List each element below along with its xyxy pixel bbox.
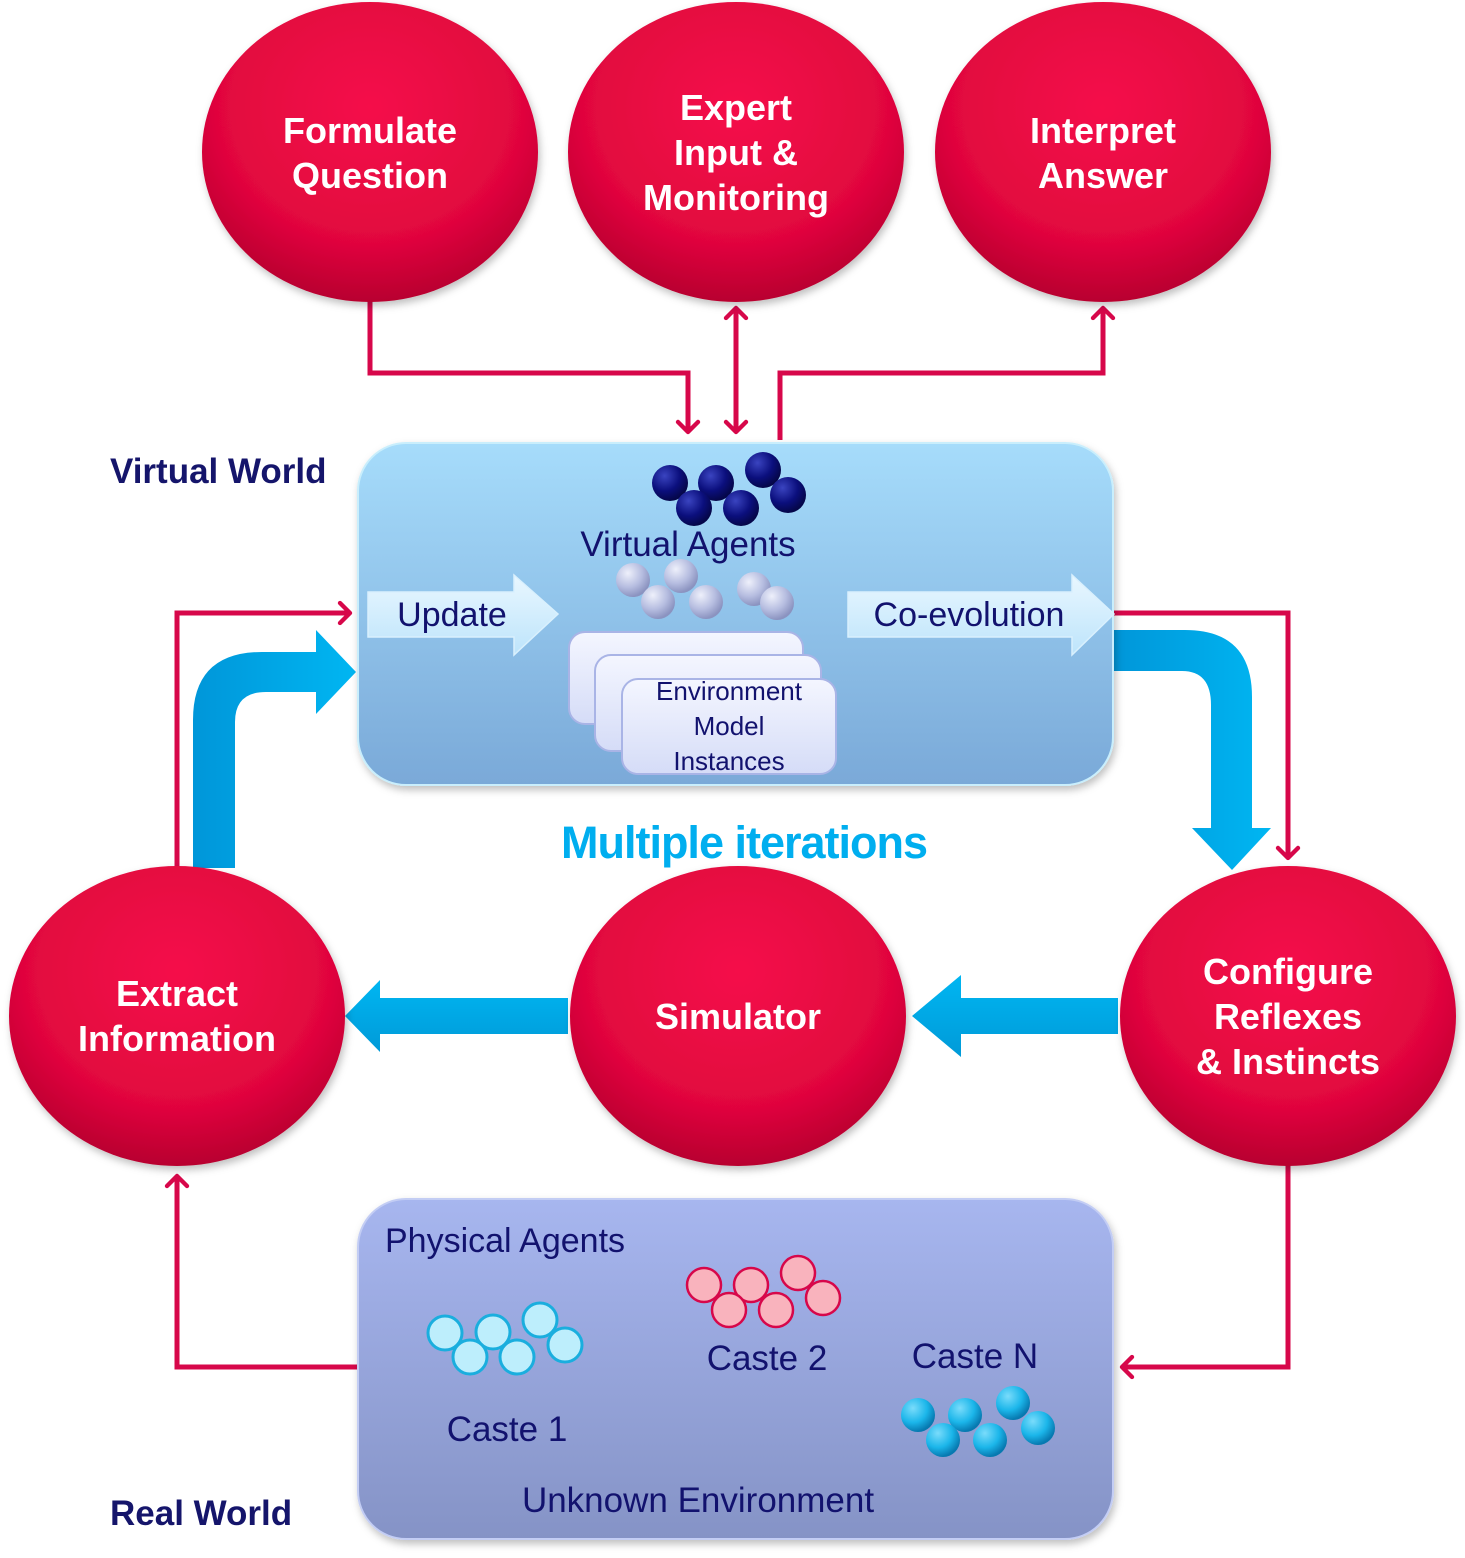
coevolution-label: Co-evolution — [874, 596, 1065, 634]
physical-world-box: Physical Agents Caste 1 Caste 2 Caste N — [357, 1198, 1114, 1540]
connector-extract-to-virtual — [174, 600, 353, 868]
virtual-agents-cluster — [652, 452, 806, 526]
node-label-line: Information — [78, 1018, 276, 1059]
caste-1-ball-icon — [498, 1338, 536, 1376]
node-formulate-question[interactable]: Formulate Question — [202, 2, 538, 302]
node-shape — [935, 2, 1271, 302]
caste-1-ball-icon — [451, 1338, 489, 1376]
node-label-line: Configure — [1203, 951, 1373, 992]
node-simulator[interactable]: Simulator — [570, 866, 906, 1166]
caste-2-ball-icon — [685, 1266, 723, 1304]
physical-agents-label: Physical Agents — [385, 1222, 625, 1260]
agent-ball-icon — [698, 465, 734, 501]
agent-ball-icon — [689, 585, 723, 619]
flow-arrow-extract-to-virtual — [193, 630, 356, 868]
node-label-line: Interpret — [1030, 110, 1176, 151]
caste-2-ball-icon — [732, 1266, 770, 1304]
update-arrow: Update — [367, 573, 560, 657]
caste-n-ball-icon — [926, 1423, 960, 1457]
caste-n-cluster — [901, 1386, 1055, 1457]
node-label-line: Expert — [680, 87, 792, 128]
flow-arrow-configure-to-simulator — [912, 975, 1118, 1057]
node-shape — [1120, 866, 1456, 1166]
agent-ball-icon — [616, 563, 650, 597]
connector-formulate-to-virtual — [367, 300, 701, 435]
env-model-line: Instances — [673, 746, 784, 776]
caste-1-ball-icon — [546, 1326, 584, 1364]
caste-1-ball-icon — [426, 1314, 464, 1352]
update-arrow-shape — [367, 573, 560, 657]
caste-n-ball-icon — [996, 1386, 1030, 1420]
agent-ball-icon — [664, 559, 698, 593]
caste-2-ball-icon — [757, 1291, 795, 1329]
node-shape — [9, 866, 345, 1166]
real-world-label: Real World — [110, 1494, 292, 1533]
coevolution-arrow-shape — [847, 573, 1116, 657]
node-label-line: Input & — [674, 132, 798, 173]
env-model-line: Environment — [656, 676, 803, 706]
agent-ball-icon — [676, 490, 712, 526]
caste-n-ball-icon — [973, 1423, 1007, 1457]
caste-n-ball-icon — [1021, 1411, 1055, 1445]
caste-1-cluster — [426, 1301, 584, 1376]
flow-arrow-simulator-to-extract — [345, 980, 568, 1052]
connectors — [164, 300, 1301, 1380]
agent-ball-icon — [723, 490, 759, 526]
node-shape — [568, 2, 904, 302]
connector-coevolution-to-configure — [1113, 610, 1301, 861]
caste-n-ball-icon — [948, 1398, 982, 1432]
coevolution-arrow: Co-evolution — [847, 573, 1116, 657]
env-model-line: Model — [694, 711, 765, 741]
virtual-world-label: Virtual World — [110, 452, 327, 491]
caste-1-ball-icon — [521, 1301, 559, 1339]
agent-ball-icon — [641, 585, 675, 619]
agent-ball-icon — [745, 452, 781, 488]
caste-2-label: Caste 2 — [707, 1339, 828, 1378]
node-label-line: Question — [292, 155, 448, 196]
caste-2-ball-icon — [779, 1254, 817, 1292]
caste-2-cluster — [685, 1254, 842, 1329]
caste-1-label: Caste 1 — [447, 1410, 568, 1449]
node-label-line: Extract — [116, 973, 238, 1014]
node-label-line: Simulator — [655, 996, 821, 1037]
node-configure-reflexes-instincts[interactable]: Configure Reflexes & Instincts — [1120, 866, 1456, 1166]
agent-ball-icon — [770, 477, 806, 513]
agent-ball-icon — [760, 586, 794, 620]
node-expert-input-monitoring[interactable]: Expert Input & Monitoring — [568, 2, 904, 302]
node-shape — [570, 866, 906, 1166]
virtual-world-box: Virtual Agents Update Co-evolution Envir… — [357, 442, 1116, 786]
caste-n-ball-icon — [901, 1398, 935, 1432]
virtual-agents-grey-cluster — [616, 559, 794, 620]
update-label: Update — [397, 596, 507, 634]
env-card-front — [621, 678, 837, 775]
node-extract-information[interactable]: Extract Information — [9, 866, 345, 1166]
physical-box-shape — [357, 1198, 1114, 1540]
node-label-line: Formulate — [283, 110, 457, 151]
caste-2-ball-icon — [804, 1279, 842, 1317]
connector-configure-to-physical — [1119, 1163, 1291, 1380]
environment-model-stack: Environment Model Instances — [568, 631, 837, 776]
node-shape — [202, 2, 538, 302]
flow-arrows — [193, 630, 1271, 1057]
node-label-line: Reflexes — [1214, 996, 1362, 1037]
caste-1-ball-icon — [474, 1313, 512, 1351]
unknown-environment-label: Unknown Environment — [522, 1481, 874, 1520]
caste-2-ball-icon — [710, 1291, 748, 1329]
connector-physical-to-extract — [164, 1173, 358, 1370]
agent-ball-icon — [652, 465, 688, 501]
caste-n-label: Caste N — [912, 1337, 1038, 1376]
node-interpret-answer[interactable]: Interpret Answer — [935, 2, 1271, 302]
node-label-line: & Instincts — [1196, 1041, 1380, 1082]
node-label-line: Answer — [1038, 155, 1168, 196]
flow-arrow-virtual-to-configure — [1113, 630, 1271, 870]
virtual-agents-label: Virtual Agents — [580, 525, 795, 564]
multiple-iterations-label: Multiple iterations — [561, 817, 927, 868]
connector-virtual-to-interpret — [777, 305, 1116, 440]
node-label-line: Monitoring — [643, 177, 829, 218]
